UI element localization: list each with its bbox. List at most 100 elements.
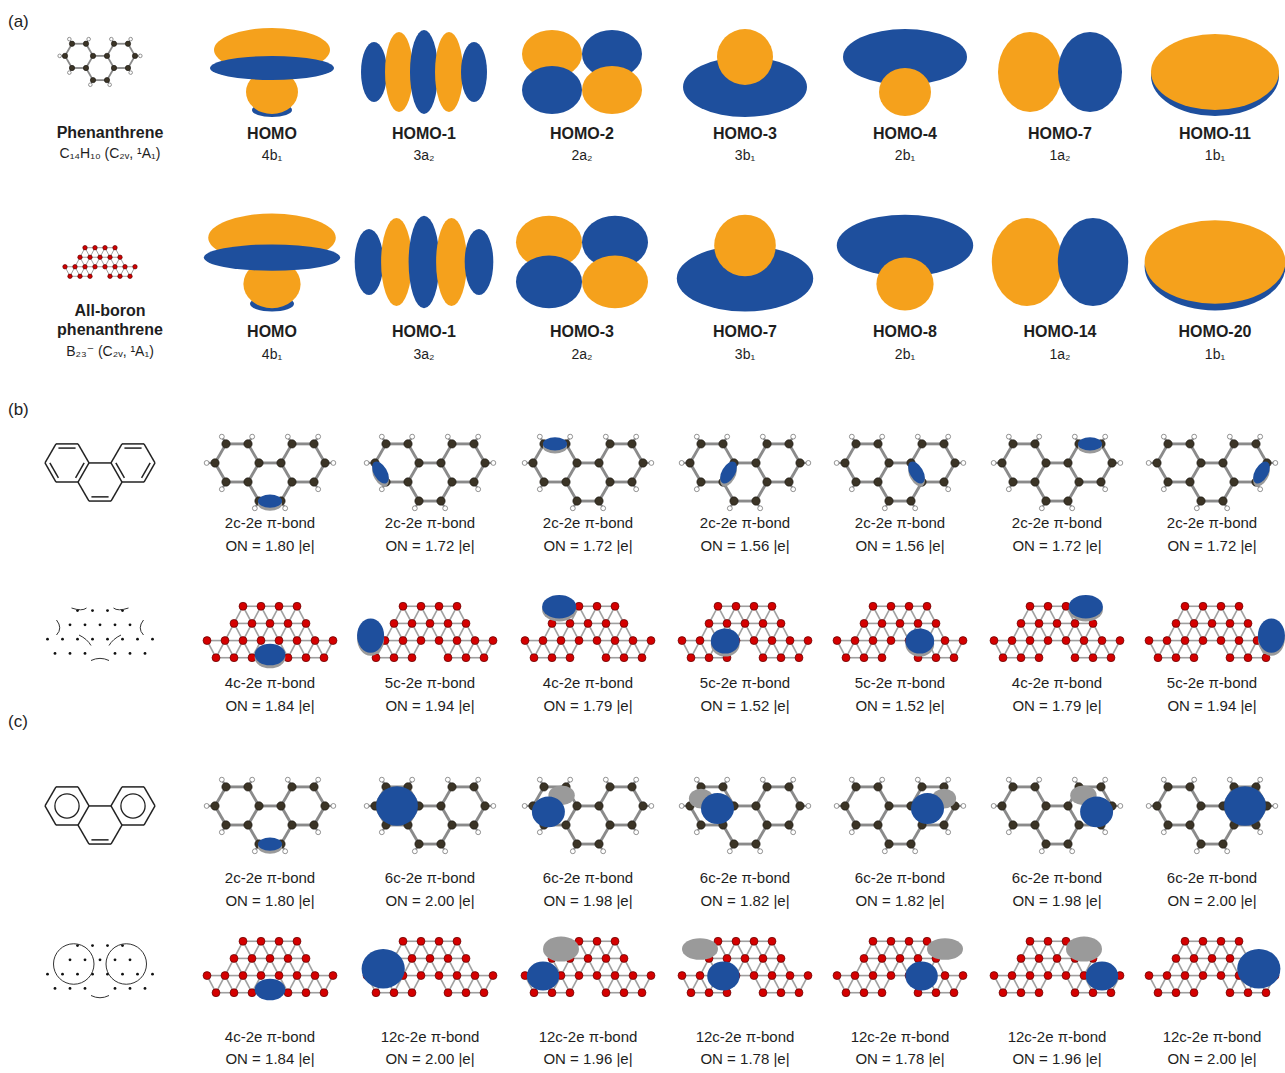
schematic-dot [121,638,124,641]
hydrogen-atom [1273,461,1278,466]
carbon-atom [222,821,230,829]
boron-atom [83,246,87,250]
carbon-atom [1164,478,1172,486]
boron-atom [275,602,283,610]
hydrogen-atom [849,434,854,439]
boron-atom [842,654,850,662]
boron-atom [1217,972,1225,980]
bond-lobe [911,793,944,824]
carbon-atom [1075,478,1083,486]
carbon-atom [125,41,130,46]
boron-atom [1035,619,1043,627]
boron-atom [329,972,337,980]
schematic-dot [69,958,72,961]
bond-lobe [362,949,405,989]
hydrogen-atom [219,830,224,835]
orbital-lobe [876,258,933,311]
boron-atom [118,255,122,259]
carbon-atom [1009,821,1017,829]
carbon-atom [628,821,636,829]
carbon-atom [90,53,95,58]
boron-atom [1089,654,1097,662]
boron-atom [1107,654,1115,662]
orbital-lobe [1151,34,1279,110]
boron-atom [959,637,967,645]
hydrogen-atom [476,434,481,439]
hydrogen-atom [285,777,290,782]
hydrogen-atom [522,461,527,466]
carbon-atom [752,802,760,810]
hydrogen-atom [316,777,321,782]
hydrogen-atom [316,830,321,835]
hydrogen-atom [1072,434,1077,439]
carbon-atom [1197,459,1205,467]
carbon-atom [907,840,915,848]
boron-atom [1190,654,1198,662]
schematic-dot [129,652,132,655]
schematic-dot [84,623,87,626]
boron-atom [257,937,265,945]
carbon-atom [69,41,74,46]
carbon-atom [288,440,296,448]
boron-atom [239,637,247,645]
boron-atom [417,637,425,645]
boron-atom [203,637,211,645]
boron-atom [905,602,913,610]
bond-lobe [369,459,393,487]
orbital-lobe [465,229,494,295]
boron-atom [1089,989,1097,997]
double-bond-line [91,839,108,841]
boron-atom [426,954,434,962]
hydrogen-atom [961,461,966,466]
bond-lobe-phase [682,938,718,960]
carbon-atom [529,459,537,467]
boron-atom [602,954,610,962]
schematic-dot [69,652,72,655]
carbon-atom [763,783,771,791]
hydrogen-atom [316,434,321,439]
hydrogen-atom [252,849,257,854]
boron-atom [611,972,619,980]
boron-atom [63,265,67,269]
orbital-lobe [516,255,582,308]
bond-lobe-phase [927,938,963,960]
boron-atom [896,954,904,962]
skeleton-bond [122,443,144,445]
hydrogen-atom [443,506,448,511]
bond-lobe [1086,962,1118,991]
skeleton-bond [78,482,89,501]
carbon-atom [104,53,109,58]
skeleton-bond [78,806,89,825]
boron-atom [133,265,137,269]
boron-atom [593,602,601,610]
boron-atom [860,954,868,962]
boron-atom [1035,654,1043,662]
carbon-atom [719,783,727,791]
carbon-atom [415,497,423,505]
carbon-atom [1153,459,1161,467]
skeleton-bond [89,843,111,845]
schematic-dot [114,652,117,655]
carbon-atom [288,821,296,829]
carbon-atom [940,478,948,486]
hydrogen-atom [634,487,639,492]
boron-atom [399,602,407,610]
carbon-atom [573,459,581,467]
boron-atom [842,989,850,997]
carbon-atom [852,478,860,486]
boron-atom [521,637,529,645]
hydrogen-atom [570,849,575,854]
hydrogen-atom [219,434,224,439]
boron-atom [1026,602,1034,610]
boron-atom [1199,602,1207,610]
schematic-dot [129,987,132,990]
boron-atom [566,619,574,627]
skeleton-bond [45,806,56,825]
boron-atom [687,654,695,662]
boron-atom [311,637,319,645]
schematic-ring [54,944,95,985]
boron-atom [629,637,637,645]
skeleton-bond [89,500,111,502]
hydrogen-atom [1103,434,1108,439]
boron-atom [230,989,238,997]
